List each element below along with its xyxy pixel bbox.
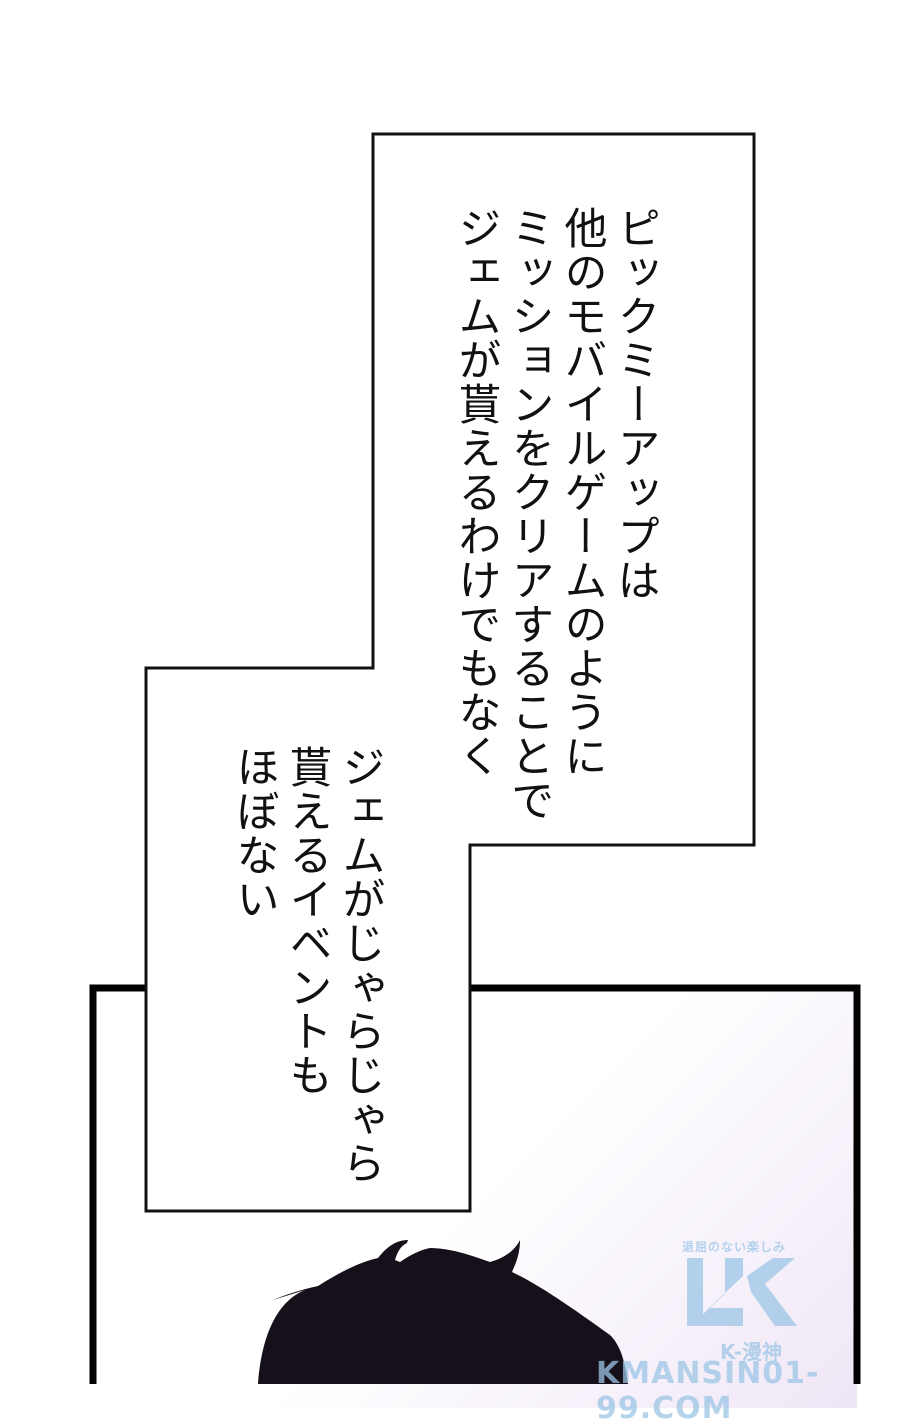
watermark-url: KMANSIN01-99.COM [596, 1356, 820, 1426]
watermark-brand: K-漫神 [720, 1340, 783, 1364]
caption-2-line-3: ほぼない [229, 745, 279, 921]
caption-1-line-3: ミッションをクリアすることで [504, 206, 554, 822]
caption-2-line-2: 貰えるイベントも [282, 745, 332, 1097]
watermark-logo-icon [687, 1258, 797, 1326]
panel-frame-and-caption-outlines [89, 132, 861, 1384]
character-silhouette [258, 1240, 628, 1384]
caption-1-line-2: 他のモバイルゲームのように [557, 206, 607, 778]
watermark-tagline: 退屈のない楽しみ [682, 1240, 787, 1254]
caption-2-line-1: ジェムがじゃらじゃら [335, 745, 385, 1185]
caption-1-line-4: ジェムが貰えるわけでもなく [451, 206, 501, 778]
caption-1-line-1: ピックミーアップは [610, 206, 660, 602]
